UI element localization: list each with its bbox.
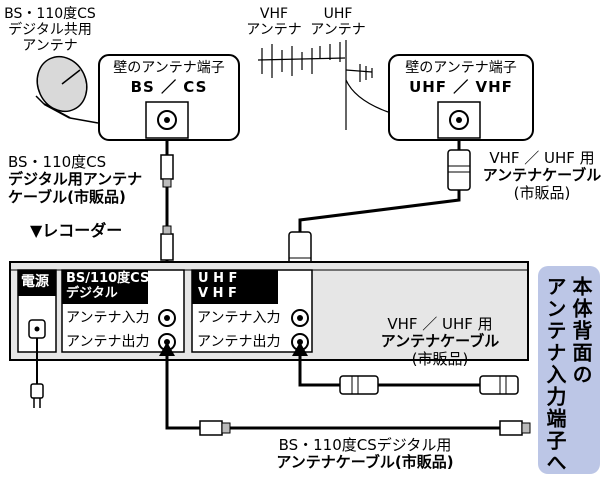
power-plug-icon [30, 338, 44, 408]
caption-line: アンテナケーブル(市販品) [276, 453, 454, 472]
panel-label-line: BS/110度CS [66, 271, 150, 286]
recorder-body [9, 261, 529, 361]
caption-line: (市販品) [513, 183, 571, 202]
wall-terminal-uhf-type: UHF ／ VHF [409, 78, 513, 96]
vhf-uhf-cable-bottom [292, 342, 519, 395]
side-note-line1: 本体背面の [569, 276, 593, 386]
wall-terminal-bs-cs-box [98, 54, 240, 141]
caption-line: UHF [323, 6, 353, 22]
caption-line: (市販品) [411, 349, 469, 368]
caption-line: アンテナケーブル [482, 166, 602, 185]
panel-label-line: U H F [198, 271, 238, 286]
uhf-vhf-panel-label: U H F V H F [198, 271, 237, 301]
vhf-antenna-caption: VHF アンテナ [246, 6, 302, 38]
uhf-antenna-caption: UHF アンテナ [308, 6, 368, 38]
caption-line: アンテナ [246, 22, 302, 39]
recorder-label: ▼レコーダー [30, 221, 123, 240]
vhf-uhf-cable-top-caption: VHF ／ UHF 用 アンテナケーブル (市販品) [474, 149, 610, 202]
wall-terminal-bs-type: BS ／ CS [130, 78, 208, 96]
caption-line: ケーブル(市販品) [8, 187, 126, 206]
bs-antenna-in-label: アンテナ入力 [66, 310, 150, 326]
panel-label-line: V H F [198, 286, 237, 301]
caption-line: BS・110度CS [4, 6, 96, 22]
bs-antenna-out-label: アンテナ出力 [66, 334, 150, 350]
caption-line: デジタル共用 [8, 22, 92, 39]
bs-cable-bottom [159, 342, 531, 436]
vhf-uhf-cable-bottom-caption: VHF ／ UHF 用 アンテナケーブル (市販品) [350, 315, 530, 368]
panel-label-line: デジタル [66, 286, 118, 301]
side-note-box: 本体背面の アンテナ入力端子へ [538, 266, 600, 474]
vhf-uhf-antenna-icon [257, 40, 389, 130]
satellite-dish-icon [35, 55, 99, 124]
wall-terminal-bs-title: 壁のアンテナ端子 [113, 60, 225, 76]
bs-cs-antenna-caption: BS・110度CS デジタル共用 アンテナ [2, 6, 98, 54]
caption-line: アンテナ [22, 38, 78, 55]
caption-line: アンテナ [310, 22, 366, 39]
uhf-antenna-out-label: アンテナ出力 [197, 334, 281, 350]
side-note-line2: アンテナ入力端子へ [543, 276, 567, 474]
wall-terminal-uhf-title: 壁のアンテナ端子 [405, 60, 517, 76]
power-label: 電源 [21, 274, 49, 290]
bs-cable-top-caption: BS・110度CS デジタル用アンテナ ケーブル(市販品) [8, 153, 143, 206]
caption-line: VHF [259, 6, 289, 22]
bs-panel-label: BS/110度CS デジタル [66, 271, 149, 301]
caption-line: BS・110度CS [8, 153, 107, 171]
caption-line: アンテナケーブル [380, 332, 500, 351]
uhf-antenna-in-label: アンテナ入力 [197, 310, 281, 326]
caption-line: VHF ／ UHF 用 [489, 149, 595, 167]
caption-line: VHF ／ UHF 用 [387, 315, 493, 333]
bs-cable-bottom-caption: BS・110度CSデジタル用 アンテナケーブル(市販品) [230, 436, 500, 472]
caption-line: デジタル用アンテナ [8, 170, 143, 189]
wall-terminal-uhf-vhf-box [388, 54, 534, 141]
caption-line: BS・110度CSデジタル用 [278, 436, 452, 454]
